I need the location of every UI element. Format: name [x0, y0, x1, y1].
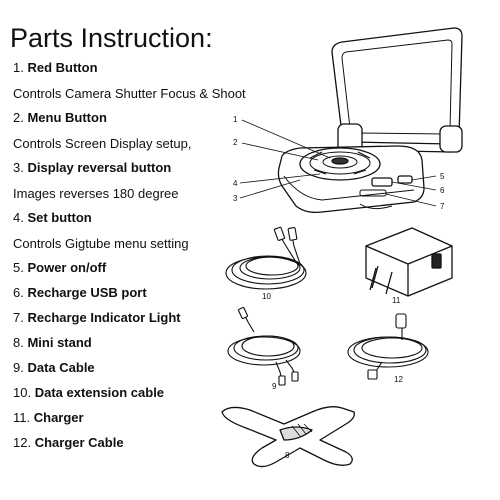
- part-number: 9.: [13, 360, 24, 375]
- part-number: 4.: [13, 210, 24, 225]
- charger-cable-drawing: [347, 313, 429, 380]
- part-name: Data extension cable: [34, 385, 165, 400]
- part-name: Red Button: [27, 60, 98, 75]
- callout-9-label: 9: [272, 382, 277, 391]
- part-2-item: 2. Menu Button: [13, 110, 107, 126]
- part-8-item: 8. Mini stand: [13, 335, 92, 351]
- data-extension-cable-drawing: [225, 226, 307, 290]
- callout-5-label: 5: [440, 172, 445, 181]
- callout-6-label: 6: [440, 186, 445, 195]
- part-11-item: 11. Charger: [13, 410, 84, 426]
- part-number: 5.: [13, 260, 24, 275]
- part-10-item: 10. Data extension cable: [13, 385, 164, 401]
- part-number: 2.: [13, 110, 24, 125]
- callout-lines: [239, 119, 437, 207]
- part-9-item: 9. Data Cable: [13, 360, 95, 376]
- part-name: Power on/off: [27, 260, 107, 275]
- charger-drawing: [365, 227, 453, 297]
- part-3-description: Images reverses 180 degree: [13, 186, 179, 201]
- callout-7-label: 7: [440, 202, 445, 211]
- callout-12-label: 12: [394, 375, 403, 384]
- part-3-item: 3. Display reversal button: [13, 160, 171, 176]
- data-cable-drawing: [227, 306, 301, 386]
- part-number: 7.: [13, 310, 24, 325]
- part-5-item: 5. Power on/off: [13, 260, 106, 276]
- camera-device-drawing: [277, 27, 463, 214]
- callout-1-label: 1: [233, 115, 238, 124]
- part-name: Set button: [27, 210, 92, 225]
- page-title: Parts Instruction:: [10, 23, 213, 53]
- part-name: Charger Cable: [34, 435, 124, 450]
- part-number: 10.: [13, 385, 32, 400]
- callout-2-label: 2: [233, 138, 238, 147]
- part-number: 6.: [13, 285, 24, 300]
- part-12-item: 12. Charger Cable: [13, 435, 124, 451]
- part-1-item: 1. Red Button: [13, 60, 98, 76]
- mini-stand-drawing: [221, 406, 355, 468]
- part-name: Display reversal button: [27, 160, 172, 175]
- part-name: Mini stand: [27, 335, 92, 350]
- part-name: Menu Button: [27, 110, 107, 125]
- callout-10-label: 10: [262, 292, 271, 301]
- part-number: 3.: [13, 160, 24, 175]
- part-4-description: Controls Gigtube menu setting: [13, 236, 189, 251]
- part-name: Charger: [33, 410, 84, 425]
- part-number: 1.: [13, 60, 24, 75]
- part-number: 8.: [13, 335, 24, 350]
- callout-4-label: 4: [233, 179, 238, 188]
- callout-8-label: 8: [285, 451, 290, 460]
- part-name: Recharge Indicator Light: [27, 310, 181, 325]
- callout-3-label: 3: [233, 194, 238, 203]
- part-7-item: 7. Recharge Indicator Light: [13, 310, 181, 326]
- part-2-description: Controls Screen Display setup,: [13, 136, 192, 151]
- part-name: Data Cable: [27, 360, 95, 375]
- part-number: 12.: [13, 435, 32, 450]
- callout-11-label: 11: [392, 296, 401, 305]
- part-6-item: 6. Recharge USB port: [13, 285, 147, 301]
- part-number: 11.: [13, 410, 31, 425]
- part-name: Recharge USB port: [27, 285, 147, 300]
- part-1-description: Controls Camera Shutter Focus & Shoot: [13, 86, 246, 101]
- part-4-item: 4. Set button: [13, 210, 92, 226]
